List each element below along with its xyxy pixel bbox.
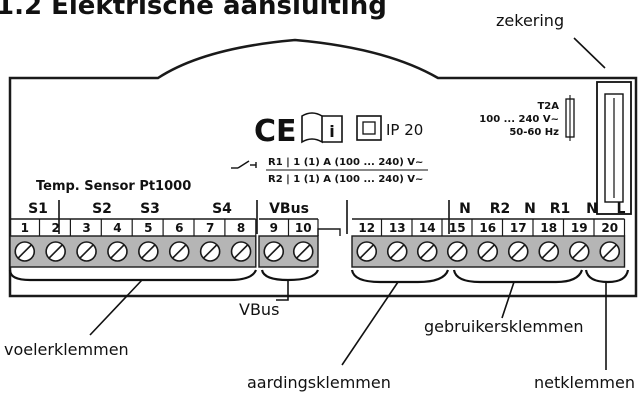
ce-mark: CE: [254, 114, 297, 149]
terminal-number: 16: [479, 221, 496, 235]
terminal-screw-icon: [168, 241, 190, 262]
terminal-screw-icon: [292, 241, 314, 262]
leader-lines: [89, 279, 607, 370]
relay1-rating: R1 | 1 (1) A (100 ... 240) V~: [268, 157, 423, 168]
relay2-rating: R2 | 1 (1) A (100 ... 240) V~: [268, 174, 423, 185]
page-title: 1.2 Elektrische aansluiting: [0, 0, 387, 21]
sensor-bracket: [8, 269, 258, 282]
group-separators: [58, 200, 450, 234]
voltage-rating-text: 100 ... 240 V~: [479, 114, 559, 125]
terminal-number: 4: [113, 221, 121, 235]
group-label-s4: S4: [212, 201, 232, 217]
terminal-brackets: [8, 269, 630, 284]
group-label-l: L: [617, 201, 626, 217]
group-label-vbus: VBus: [269, 201, 309, 217]
terminal-screw-icon: [14, 241, 36, 262]
group-label-n1: N: [459, 201, 471, 217]
housing-outline: [8, 38, 638, 298]
earth-bracket: [350, 269, 450, 284]
terminal-number: 8: [237, 221, 245, 235]
mains-bracket: [584, 269, 630, 284]
terminal-screw-icon: [386, 241, 408, 262]
fuse-rating-icon: [565, 95, 575, 141]
terminal-screw-icon: [356, 241, 378, 262]
terminal-number: 9: [270, 221, 278, 235]
fuse-rating-text: T2A: [537, 101, 559, 112]
terminal-number: 20: [601, 221, 618, 235]
protection-class-icon: [356, 115, 382, 141]
earth-terminals-label: aardingsklemmen: [247, 373, 391, 392]
sensor-type-label: Temp. Sensor Pt1000: [36, 179, 191, 194]
mains-terminals-label: netklemmen: [534, 373, 635, 392]
fuse-leader-line: [573, 37, 606, 69]
terminal-screw-icon: [230, 241, 252, 262]
group-label-s2: S2: [92, 201, 112, 217]
terminal-number: 13: [389, 221, 406, 235]
terminal-screw-icon: [446, 241, 468, 262]
terminal-screw-icon: [416, 241, 438, 262]
group-label-r2: R2: [490, 201, 511, 217]
terminal-screw-icon: [477, 241, 499, 262]
terminal-number: 15: [449, 221, 466, 235]
terminal-screw-icon: [76, 241, 97, 262]
manual-info-icon: i: [301, 112, 343, 144]
group-label-r1: R1: [550, 201, 571, 217]
terminal-number: 18: [540, 221, 557, 235]
terminal-number: 6: [175, 221, 183, 235]
terminal-number: 17: [510, 221, 527, 235]
terminal-number: 10: [295, 221, 312, 235]
ip-rating-text: IP 20: [386, 121, 423, 139]
relay-switch-icon: [231, 160, 257, 169]
vbus-bracket: [260, 269, 320, 282]
group-label-s3: S3: [140, 201, 160, 217]
terminal-number: 1: [21, 221, 29, 235]
group-label-n3: N: [586, 201, 598, 217]
group-label-s1: S1: [28, 201, 48, 217]
terminal-screw-icon: [138, 241, 159, 262]
terminal-screw-icon: [538, 241, 560, 262]
terminal-number: 14: [419, 221, 436, 235]
sensor-terminals-label: voelerklemmen: [4, 340, 129, 359]
terminal-number: 5: [144, 221, 152, 235]
terminal-screw-icon: [507, 241, 529, 262]
terminal-screw-icon: [599, 241, 621, 262]
terminal-screw-icon: [45, 241, 66, 262]
terminal-screw-icon: [568, 241, 590, 262]
info-glyph: i: [329, 122, 334, 141]
group-label-n2: N: [524, 201, 536, 217]
terminal-screw-icon: [199, 241, 221, 262]
vbus-terminals-label: VBus: [239, 300, 279, 319]
block-connector: [317, 228, 341, 236]
terminal-number: 7: [206, 221, 214, 235]
terminal-number: 3: [82, 221, 90, 235]
terminal-number: 12: [358, 221, 375, 235]
consumer-bracket: [452, 269, 584, 284]
terminal-number: 2: [51, 221, 59, 235]
terminal-number: 19: [571, 221, 588, 235]
fuse-label: zekering: [496, 11, 564, 30]
terminal-screw-icon: [263, 241, 285, 262]
fuse-icon: [596, 81, 632, 215]
frequency-rating-text: 50-60 Hz: [509, 127, 559, 138]
consumer-terminals-label: gebruikersklemmen: [424, 317, 583, 336]
terminal-group-labels: S1 S2 S3 S4 VBus N R2 N R1 N L: [28, 201, 625, 217]
terminal-screw-icon: [107, 241, 128, 262]
